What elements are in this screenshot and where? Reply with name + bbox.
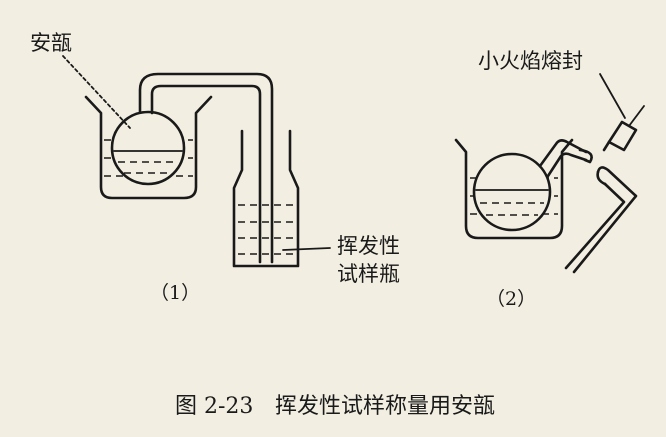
caption-text: 挥发性试样称量用安瓿 [275, 394, 495, 419]
figure-caption: 图 2-23 挥发性试样称量用安瓿 [175, 394, 495, 419]
ampoule-bulb [110, 110, 186, 186]
ampoule-label: 安瓿 [30, 31, 72, 55]
ampoule-sealed [472, 139, 593, 232]
volatile-sample-bottle [232, 129, 300, 268]
panel-1: 安瓿 挥发性 试样瓶 （1） [30, 31, 400, 304]
seal-label: 小火焰熔封 [478, 49, 583, 73]
separated-tube [564, 166, 638, 274]
caption-number: 图 2-23 [175, 394, 253, 419]
panel-1-label: （1） [150, 282, 200, 304]
panel-2: 小火焰熔封 （2） [454, 49, 645, 310]
panel-2-label: （2） [486, 288, 536, 310]
torch-nozzle-icon [602, 105, 645, 152]
volatile-bottle-label-line2: 试样瓶 [337, 262, 400, 286]
volatile-bottle-label-line1: 挥发性 [337, 234, 400, 258]
ampoule-capillary [138, 72, 274, 264]
